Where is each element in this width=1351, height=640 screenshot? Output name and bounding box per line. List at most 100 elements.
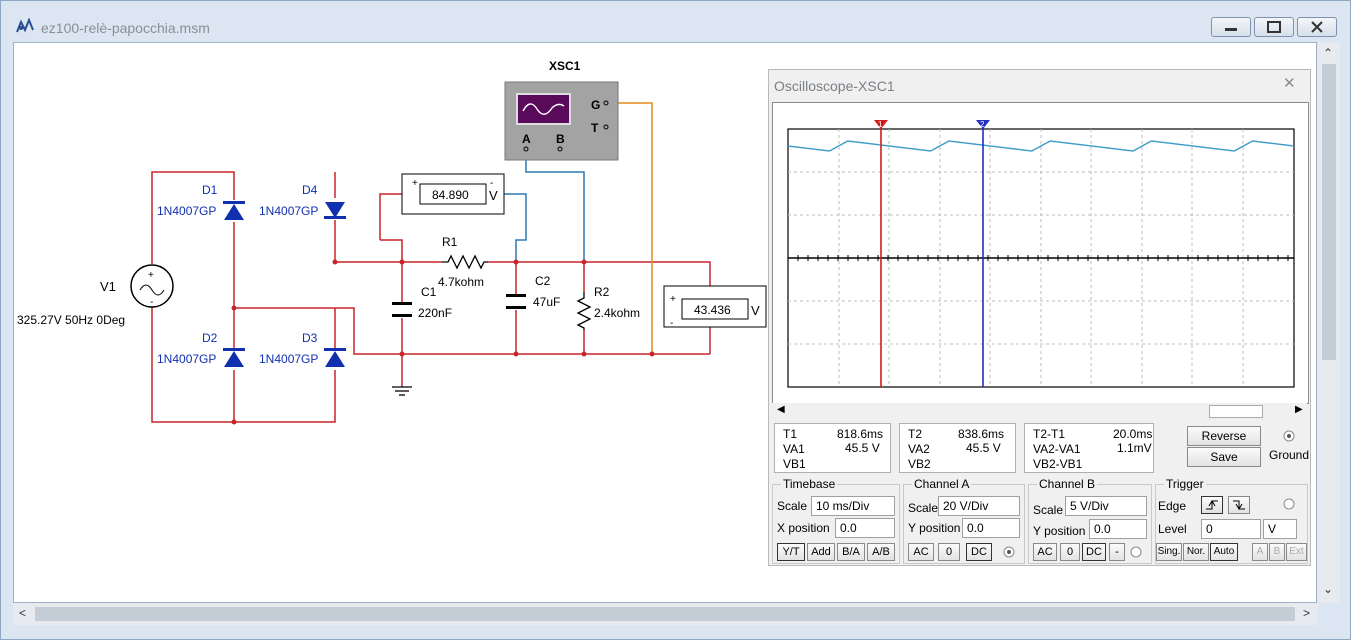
diode-d4[interactable]: D4 1N4007GP <box>259 183 346 219</box>
trigger-group: Trigger Edge Level 0 V Sing. Nor. Auto A… <box>1155 477 1308 564</box>
channel-b-radio-icon[interactable] <box>1129 545 1143 559</box>
ground-label: Ground <box>1269 448 1310 462</box>
readout-t2: T2 VA2 VB2 838.6ms 45.5 V <box>899 423 1016 473</box>
trigger-radio-icon[interactable] <box>1282 497 1296 511</box>
auto-mode-button[interactable]: Auto <box>1210 543 1238 561</box>
single-mode-button[interactable]: Sing. <box>1156 543 1182 561</box>
vertical-scroll-thumb[interactable] <box>1322 64 1336 360</box>
ac-source-v1[interactable]: + - V1 325.27V 50Hz 0Deg <box>17 264 174 327</box>
vertical-scrollbar[interactable]: ⌃ ⌄ <box>1318 42 1340 603</box>
channel-a-ypos-field[interactable]: 0.0 <box>962 518 1020 538</box>
va-diff-label: VA2-VA1 <box>1033 442 1081 456</box>
source-ext-button[interactable]: Ext <box>1286 543 1307 561</box>
svg-text:47uF: 47uF <box>533 295 560 309</box>
center-ticks <box>787 255 1289 261</box>
resistor-r1[interactable]: R1 4.7kohm <box>438 235 488 289</box>
oscilloscope-instrument[interactable]: XSC1 A B G T <box>504 59 619 161</box>
scope-scroll-left-icon[interactable]: ◀ <box>777 404 785 415</box>
channel-b-ypos-field[interactable]: 0.0 <box>1089 519 1147 539</box>
scope-scroll-right-icon[interactable]: ▶ <box>1295 404 1303 415</box>
horizontal-scroll-thumb[interactable] <box>35 607 1295 621</box>
svg-text:D1: D1 <box>202 183 218 197</box>
diode-d2[interactable]: D2 1N4007GP <box>157 331 245 367</box>
resistor-r2[interactable]: R2 2.4kohm <box>576 285 640 330</box>
channel-a-scale-label: Scale <box>908 501 939 515</box>
save-button[interactable]: Save <box>1187 447 1261 467</box>
channel-a-dc-button[interactable]: DC <box>966 543 992 561</box>
svg-text:84.890: 84.890 <box>432 188 469 202</box>
svg-text:V: V <box>751 303 760 318</box>
ground-radio-icon[interactable] <box>1282 429 1296 443</box>
voltmeter-2[interactable]: 43.436 V + - <box>663 285 767 329</box>
minimize-button[interactable] <box>1211 17 1251 37</box>
scope-scrollbar[interactable]: ◀ ▶ <box>772 403 1307 419</box>
channel-b-ac-button[interactable]: AC <box>1033 543 1057 561</box>
channel-a-zero-button[interactable]: 0 <box>938 543 960 561</box>
yt-mode-button[interactable]: Y/T <box>777 543 805 561</box>
multisim-logo-icon <box>16 18 34 33</box>
svg-text:-: - <box>150 297 153 308</box>
channel-a-ac-button[interactable]: AC <box>908 543 934 561</box>
svg-text:D3: D3 <box>302 331 318 345</box>
readout-t1: T1 VA1 VB1 818.6ms 45.5 V <box>774 423 891 473</box>
channel-b-dc-button[interactable]: DC <box>1082 543 1106 561</box>
channel-a-scale-field[interactable]: 20 V/Div <box>938 496 1020 516</box>
capacitor-c2[interactable]: C2 47uF <box>506 274 560 309</box>
trigger-level-unit[interactable]: V <box>1263 519 1297 539</box>
diode-d1[interactable]: D1 1N4007GP <box>157 183 245 220</box>
scope-scroll-thumb[interactable] <box>1209 405 1263 418</box>
svg-text:XSC1: XSC1 <box>549 59 581 73</box>
add-mode-button[interactable]: Add <box>807 543 835 561</box>
scroll-up-icon[interactable]: ⌃ <box>1323 46 1334 60</box>
reverse-button[interactable]: Reverse <box>1187 426 1261 446</box>
edge-label: Edge <box>1158 499 1187 513</box>
source-a-button[interactable]: A <box>1252 543 1268 561</box>
source-b-button[interactable]: B <box>1269 543 1285 561</box>
vb-diff-label: VB2-VB1 <box>1033 457 1083 471</box>
oscilloscope-title: Oscilloscope-XSC1 <box>774 78 895 94</box>
vb2-label: VB2 <box>908 457 931 471</box>
channel-a-radio-icon[interactable] <box>1002 545 1016 559</box>
scope-screen[interactable]: 1 2 <box>772 102 1309 404</box>
va-diff-value: 1.1mV <box>1117 441 1152 455</box>
cursor-1[interactable]: 1 <box>874 120 888 387</box>
channel-a-group: Channel A Scale 20 V/Div Y position 0.0 … <box>903 477 1025 564</box>
rising-edge-button[interactable] <box>1201 496 1223 514</box>
svg-text:+: + <box>670 294 676 305</box>
title-bar: ez100-relè-papocchia.msm <box>1 1 1350 41</box>
normal-mode-button[interactable]: Nor. <box>1183 543 1209 561</box>
va2-value: 45.5 V <box>966 441 1001 455</box>
maximize-button[interactable] <box>1254 17 1294 37</box>
maximize-icon <box>1267 21 1281 33</box>
timebase-scale-field[interactable]: 10 ms/Div <box>811 496 895 516</box>
level-label: Level <box>1158 522 1187 536</box>
trigger-level-field[interactable]: 0 <box>1201 519 1261 539</box>
close-button[interactable] <box>1297 17 1337 37</box>
ba-mode-button[interactable]: B/A <box>837 543 865 561</box>
falling-edge-icon <box>1233 500 1245 510</box>
scroll-down-icon[interactable]: ⌄ <box>1323 582 1334 596</box>
horizontal-scrollbar[interactable]: < > <box>13 603 1318 625</box>
channel-a-trace <box>787 140 1295 152</box>
channel-b-minus-button[interactable]: - <box>1109 543 1125 561</box>
voltmeter-1[interactable]: 84.890 V + - <box>401 173 505 215</box>
cursor-2[interactable]: 2 <box>976 120 990 387</box>
oscilloscope-close-icon[interactable]: ✕ <box>1283 75 1296 92</box>
capacitor-c1[interactable]: C1 220nF <box>392 285 452 320</box>
t1-time: 818.6ms <box>837 427 884 441</box>
svg-text:-: - <box>490 178 493 189</box>
scroll-right-icon[interactable]: > <box>1303 606 1311 620</box>
diode-d3[interactable]: D3 1N4007GP <box>259 331 346 367</box>
falling-edge-button[interactable] <box>1228 496 1250 514</box>
svg-text:R2: R2 <box>594 285 610 299</box>
x-position-field[interactable]: 0.0 <box>835 518 895 538</box>
ab-mode-button[interactable]: A/B <box>867 543 895 561</box>
channel-b-zero-button[interactable]: 0 <box>1060 543 1080 561</box>
svg-text:A: A <box>522 132 531 146</box>
channel-b-group: Channel B Scale 5 V/Div Y position 0.0 A… <box>1028 477 1152 564</box>
channel-b-scale-field[interactable]: 5 V/Div <box>1065 496 1147 516</box>
scroll-left-icon[interactable]: < <box>19 606 27 620</box>
svg-text:1N4007GP: 1N4007GP <box>259 204 318 218</box>
scope-display: 1 2 <box>787 120 1295 388</box>
